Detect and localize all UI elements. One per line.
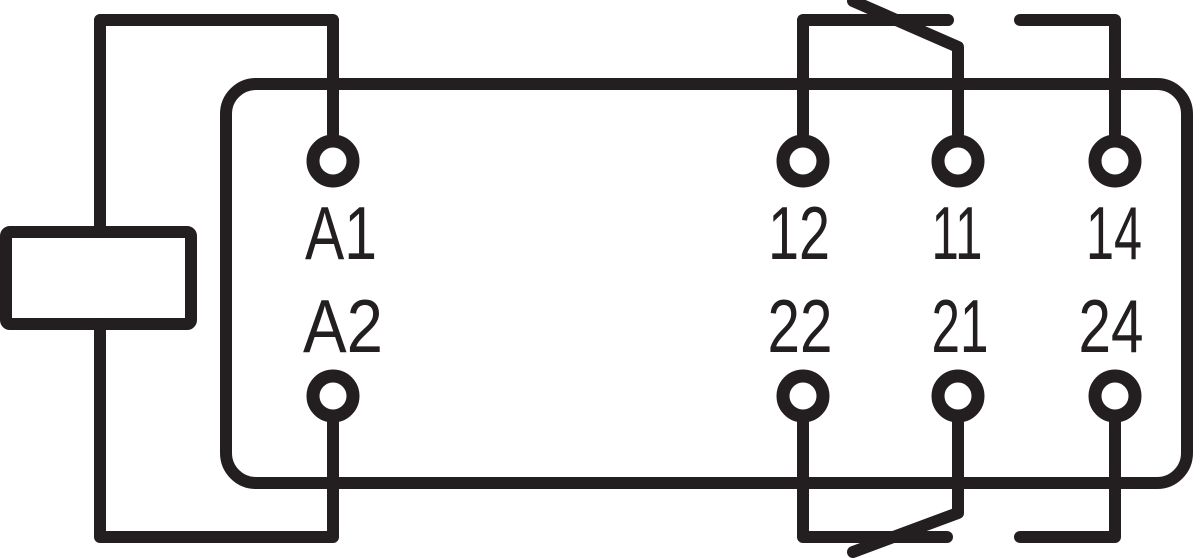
terminal-circle-11 bbox=[931, 134, 985, 188]
terminal-label-11: 11 bbox=[932, 191, 983, 275]
terminal-label-22: 22 bbox=[768, 284, 833, 368]
terminal-label-a1: A1 bbox=[305, 191, 377, 275]
wire-terminal-14 bbox=[1014, 14, 1121, 140]
terminal-label-24: 24 bbox=[1079, 284, 1144, 368]
terminal-circle-12 bbox=[776, 134, 830, 188]
terminal-circle-14 bbox=[1088, 134, 1142, 188]
wire-coil-to-a1 bbox=[94, 14, 339, 238]
terminal-label-14: 14 bbox=[1086, 191, 1142, 275]
terminal-label-21: 21 bbox=[932, 284, 989, 368]
wire-terminal-11-contact-arm bbox=[847, 0, 964, 140]
terminal-label-12: 12 bbox=[768, 191, 830, 275]
wire-coil-to-a2 bbox=[94, 318, 339, 543]
wire-terminal-21-contact-arm bbox=[847, 417, 964, 558]
terminal-circle-a2 bbox=[306, 369, 360, 423]
terminal-circle-24 bbox=[1088, 369, 1142, 423]
wire-terminal-24 bbox=[1014, 417, 1121, 543]
coil-symbol bbox=[0, 226, 197, 330]
terminal-label-a2: A2 bbox=[303, 284, 383, 368]
terminal-circle-a1 bbox=[306, 134, 360, 188]
terminal-circle-21 bbox=[931, 369, 985, 423]
terminal-circle-22 bbox=[776, 369, 830, 423]
relay-body-outline bbox=[220, 78, 1193, 489]
